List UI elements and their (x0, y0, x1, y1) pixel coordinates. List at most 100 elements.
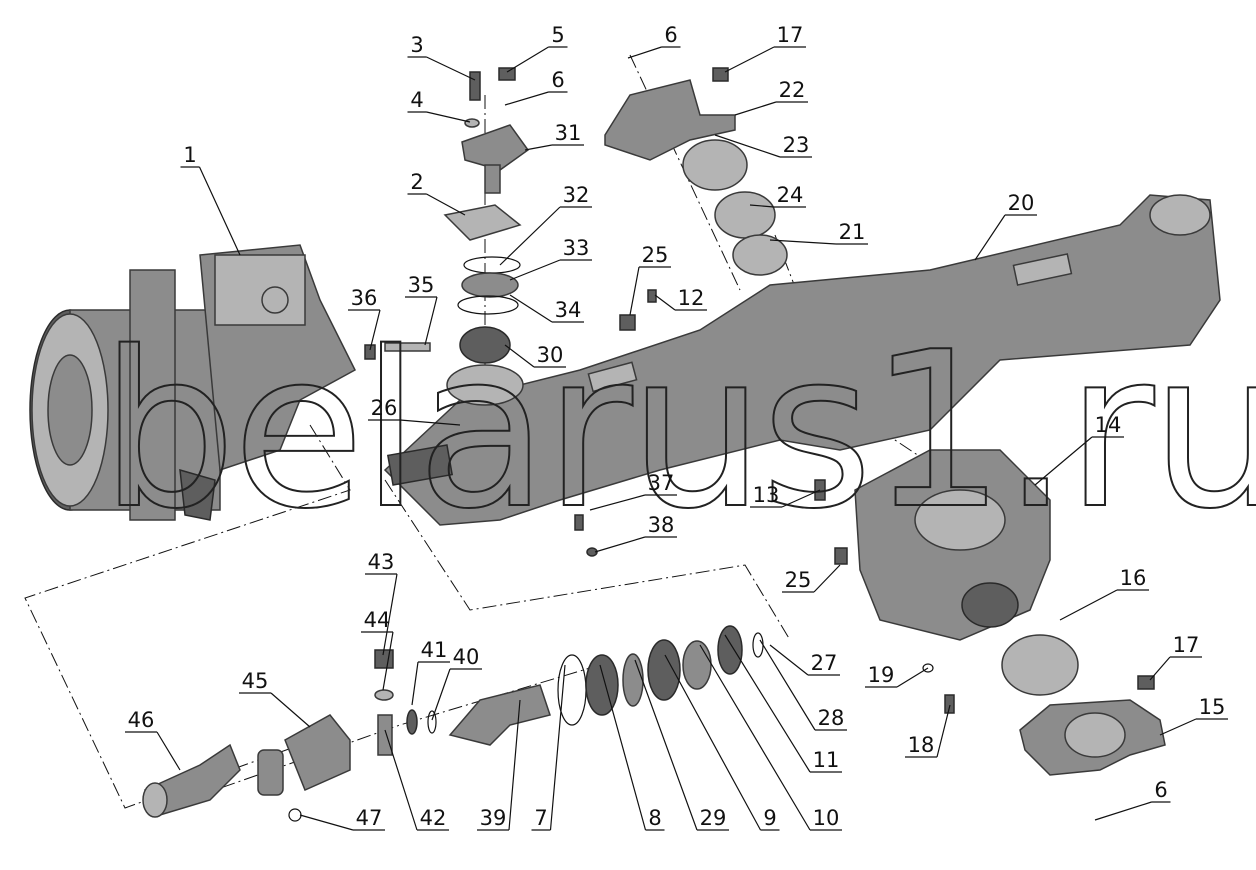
leader-line (594, 536, 677, 553)
leader-line (407, 56, 476, 81)
callout-21: 21 (769, 220, 868, 245)
leader-line (1094, 801, 1171, 821)
callout-36: 36 (348, 286, 381, 351)
callout-30: 30 (504, 343, 566, 368)
leader-line (974, 214, 1037, 261)
leader-line (629, 266, 671, 316)
callout-label: 17 (1173, 633, 1200, 657)
leader-line (865, 667, 929, 688)
leader-line (905, 704, 951, 758)
callout-14: 14 (1034, 413, 1124, 486)
leader-line (531, 664, 566, 831)
callout-label: 22 (779, 78, 806, 102)
callout-20: 20 (974, 191, 1037, 261)
callout-label: 11 (813, 748, 840, 772)
callout-41: 41 (411, 638, 450, 706)
callout-7: 7 (531, 664, 566, 831)
leader-line (769, 644, 840, 676)
leader-line (348, 309, 381, 351)
callout-label: 6 (1154, 778, 1167, 802)
leader-line (724, 46, 806, 73)
leader-line (504, 91, 568, 106)
leader-line (431, 668, 482, 721)
leader-line (180, 166, 241, 256)
leader-line (524, 144, 584, 151)
callout-39: 39 (477, 699, 521, 831)
callout-24: 24 (749, 183, 806, 208)
callout-label: 32 (563, 183, 590, 207)
callout-label: 18 (908, 733, 935, 757)
leader-line (634, 659, 729, 831)
callout-46: 46 (125, 708, 181, 771)
callout-32: 32 (499, 183, 592, 266)
axle-housing (383, 194, 1221, 526)
leader-line (750, 489, 821, 508)
callout-27: 27 (769, 644, 840, 676)
callout-19: 19 (865, 663, 929, 688)
callout-1: 1 (180, 143, 241, 256)
callout-label: 37 (648, 471, 675, 495)
callout-label: 41 (421, 638, 448, 662)
callout-4: 4 (407, 88, 471, 123)
callout-label: 7 (534, 806, 547, 830)
callout-label: 40 (453, 645, 480, 669)
wheel-hub-assembly (29, 244, 356, 521)
callout-35: 35 (405, 273, 438, 346)
callout-label: 26 (371, 396, 398, 420)
callout-17: 17 (724, 23, 806, 73)
callout-label: 23 (783, 133, 810, 157)
callout-label: 2 (410, 170, 423, 194)
callout-23: 23 (714, 133, 812, 158)
callout-label: 34 (555, 298, 582, 322)
leader-line (1034, 436, 1124, 486)
callout-22: 22 (734, 78, 808, 116)
callout-label: 9 (763, 806, 776, 830)
callout-25: 25 (629, 243, 671, 316)
callout-29: 29 (634, 659, 729, 831)
callout-label: 24 (777, 183, 804, 207)
callout-42: 42 (384, 729, 449, 831)
callout-26: 26 (368, 396, 461, 426)
callout-40: 40 (431, 645, 482, 721)
leader-line (407, 111, 471, 123)
leader-line (506, 46, 568, 73)
callout-11: 11 (724, 634, 842, 773)
callout-37: 37 (589, 471, 677, 511)
callout-6: 6 (1094, 778, 1171, 821)
callout-label: 15 (1199, 695, 1226, 719)
callout-9: 9 (664, 654, 780, 831)
watermark: belarus1.ru (100, 305, 1256, 556)
callout-label: 30 (537, 343, 564, 367)
leader-line (411, 661, 450, 706)
callout-44: 44 (361, 608, 394, 691)
callout-3: 3 (407, 33, 476, 81)
callout-label: 12 (678, 286, 705, 310)
leader-line (368, 419, 461, 426)
leader-line (654, 294, 707, 311)
leader-line (1149, 656, 1202, 681)
leader-line (599, 664, 665, 831)
leader-line (299, 814, 385, 831)
callout-33: 33 (509, 236, 592, 281)
leader-line (1059, 589, 1149, 621)
callout-label: 47 (356, 806, 383, 830)
callout-label: 4 (410, 88, 423, 112)
leader-line (699, 644, 842, 831)
callout-43: 43 (365, 550, 398, 656)
leader-line (477, 699, 521, 831)
leader-line (499, 206, 592, 266)
callout-label: 14 (1095, 413, 1122, 437)
leader-line (759, 639, 847, 731)
callout-12: 12 (654, 286, 707, 311)
callout-label: 1 (183, 143, 196, 167)
callout-label: 3 (410, 33, 423, 57)
callout-45: 45 (239, 669, 311, 728)
callout-label: 44 (364, 608, 391, 632)
callout-label: 10 (813, 806, 840, 830)
leader-line (749, 204, 806, 208)
callout-label: 21 (839, 220, 866, 244)
callout-label: 25 (785, 568, 812, 592)
driveshaft-parts (142, 289, 764, 822)
